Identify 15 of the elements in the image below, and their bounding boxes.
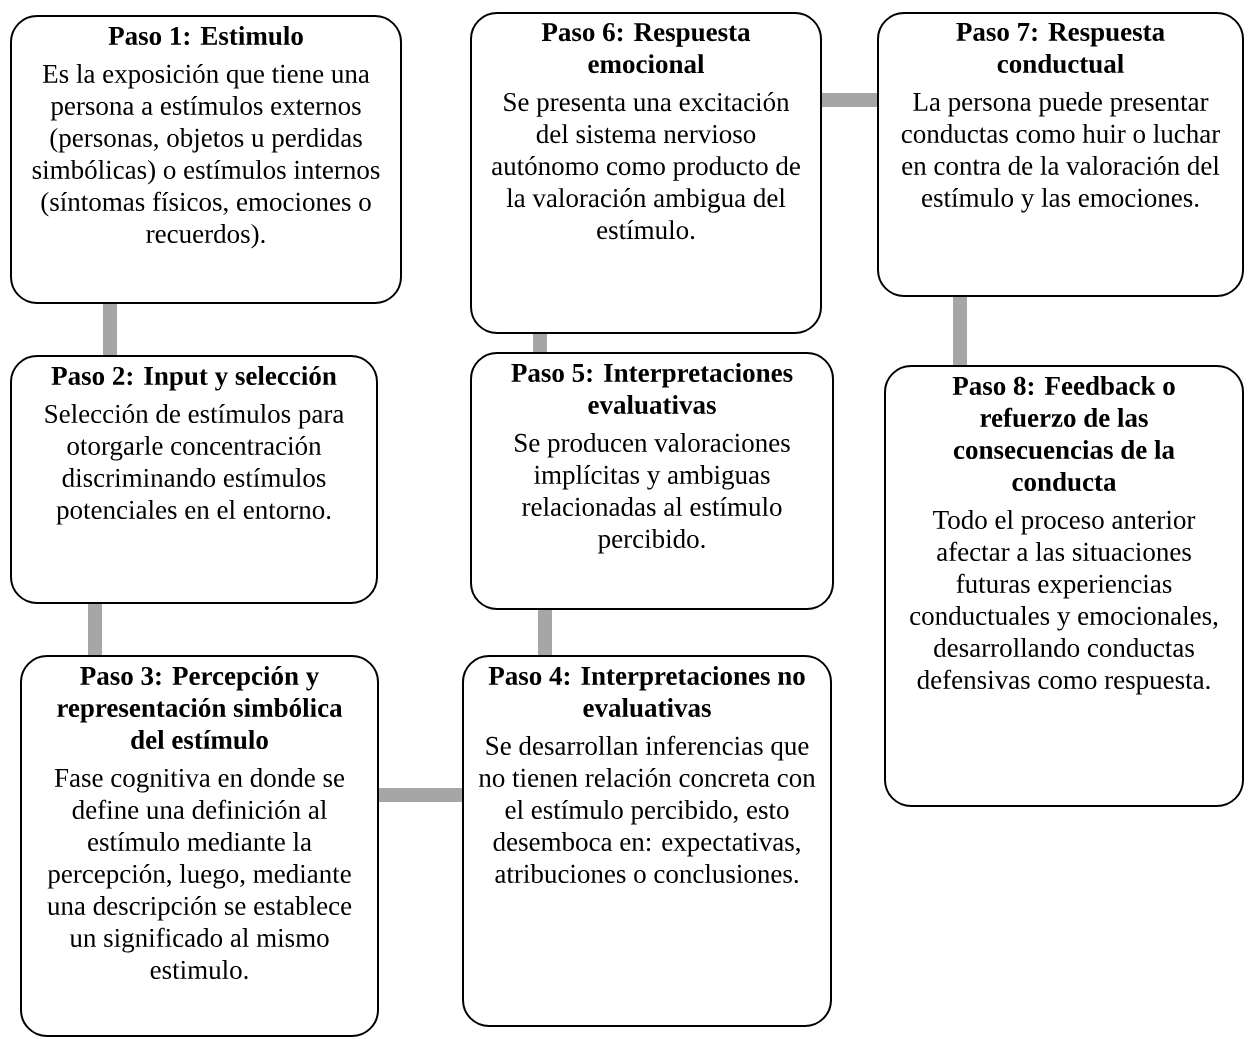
connector-bar bbox=[953, 297, 967, 365]
connector-bar bbox=[538, 610, 552, 655]
process-box: Paso 1: Estimulo Es la exposición que tiene una persona a estímulos externos (personas, objetos u perdidas simbólicas) o estímulos internos (síntomas físicos, emociones o recuerdos). bbox=[10, 15, 402, 304]
process-box: Paso 2: Input y selección Selección de estímulos para otorgarle concentración discriminando estímulos potenciales en el entorno. bbox=[10, 355, 378, 604]
process-box: Paso 4: Interpretaciones no evaluativas Se desarrollan inferencias que no tienen relación concreta con el estímulo percibido, esto desemboca en: expectativas, atribuciones o conclusiones. bbox=[462, 655, 832, 1027]
connector-bar bbox=[379, 788, 462, 802]
process-box: Paso 8: Feedback o refuerzo de las consecuencias de la conducta Todo el proceso anterior afectar a las situaciones futuras experiencias conductuales y emocionales, desarrollando conductas defensivas como respuesta. bbox=[884, 365, 1244, 807]
process-box: Paso 5: Interpretaciones evaluativas Se producen valoraciones implícitas y ambiguas relacionadas al estímulo percibido. bbox=[470, 352, 834, 610]
connector-bar bbox=[822, 93, 877, 107]
connector-bar bbox=[533, 334, 547, 352]
process-box: Paso 3: Percepción y representación simbólica del estímulo Fase cognitiva en donde se define una definición al estímulo mediante la percepción, luego, mediante una descripción se establece un significado al mismo estimulo. bbox=[20, 655, 379, 1037]
process-box: Paso 7: Respuesta conductual La persona puede presentar conductas como huir o luchar en contra de la valoración del estímulo y las emociones. bbox=[877, 12, 1244, 297]
connector-bar bbox=[88, 604, 102, 655]
connector-bar bbox=[103, 304, 117, 355]
process-box: Paso 6: Respuesta emocional Se presenta una excitación del sistema nervioso autónomo como producto de la valoración ambigua del estímulo. bbox=[470, 12, 822, 334]
